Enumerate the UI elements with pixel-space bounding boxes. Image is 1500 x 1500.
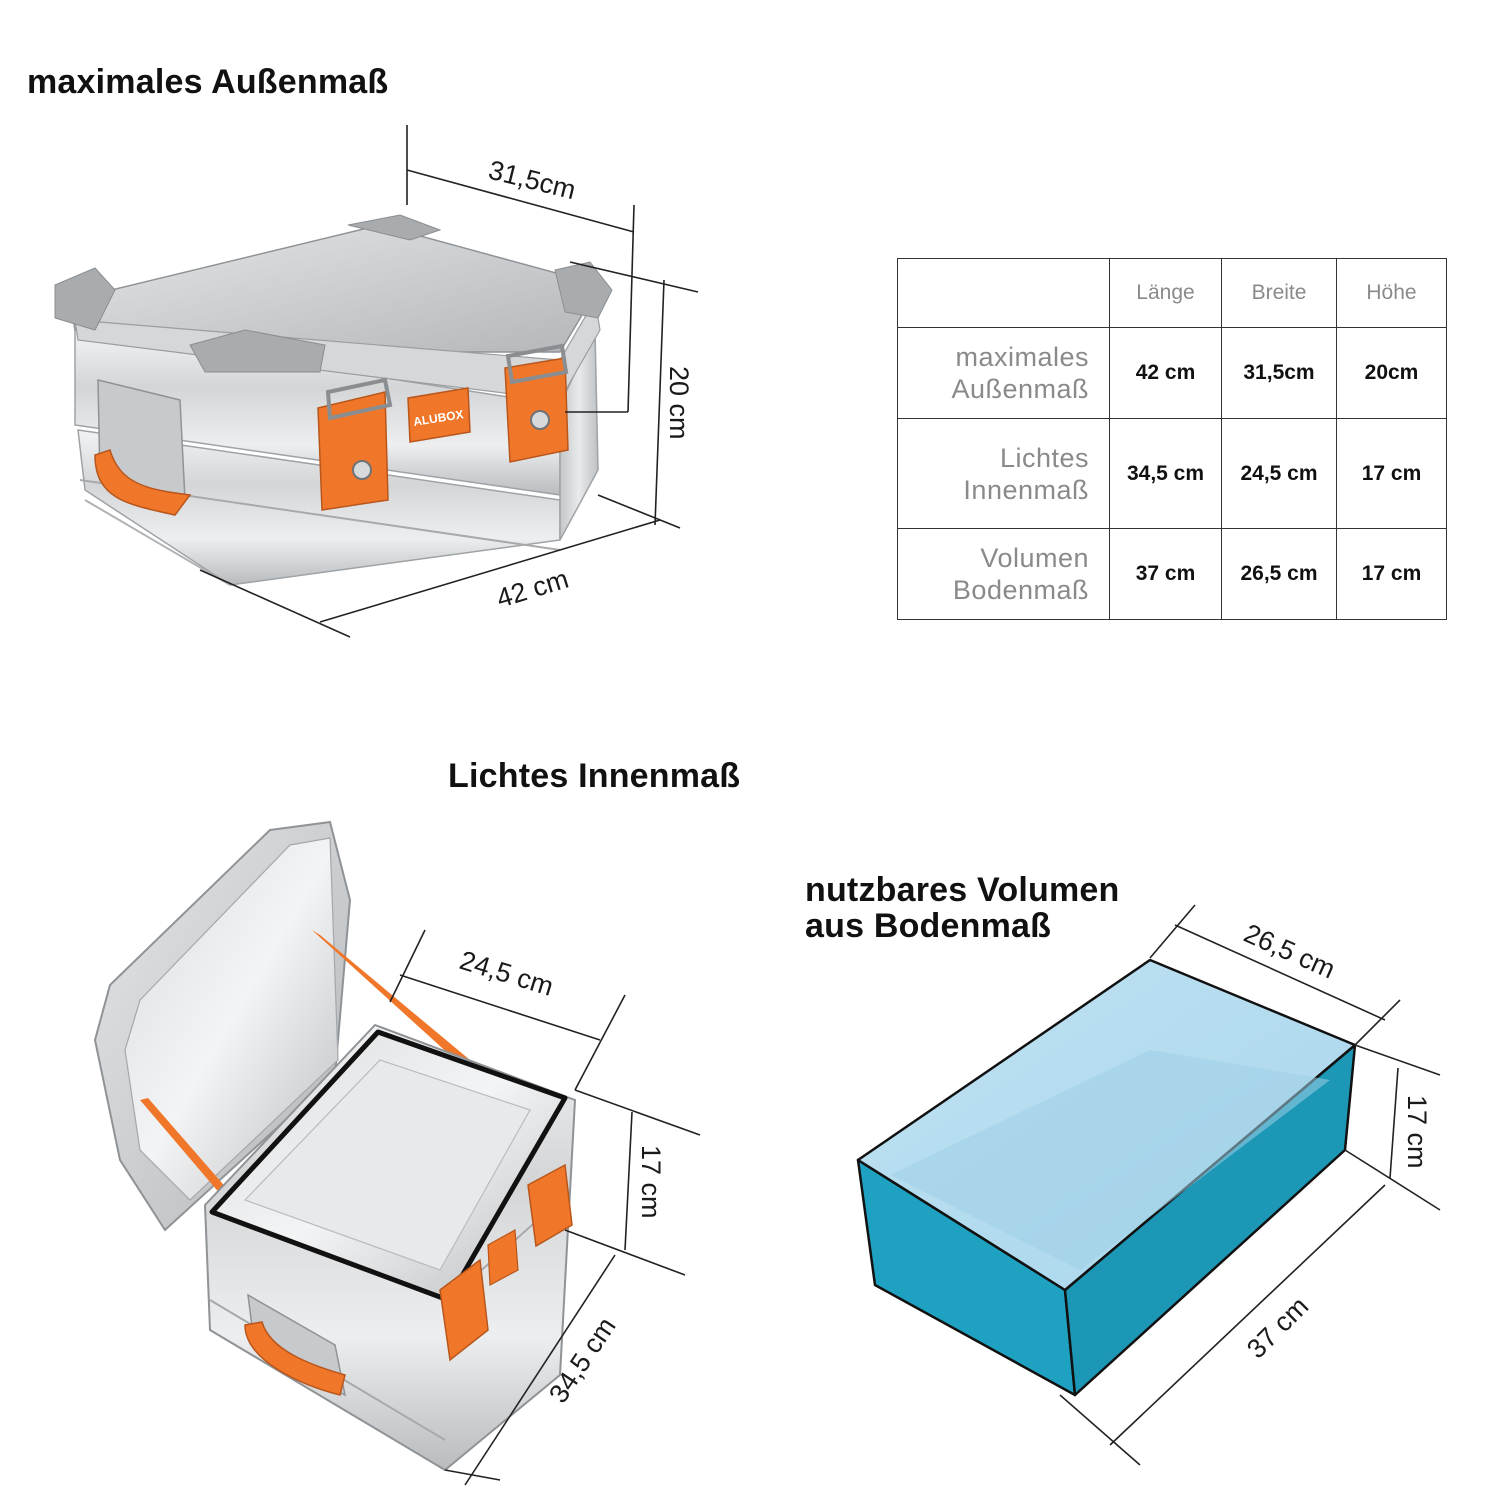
volume-width-label: 26,5 cm (1240, 918, 1340, 984)
row-label: Lichtes Innenmaß (897, 418, 1110, 529)
cell-height: 17 cm (1336, 528, 1447, 620)
heading-usable-volume-line1: nutzbares Volumen (805, 871, 1120, 909)
outer-height-label: 20 cm (664, 366, 694, 440)
heading-inner-dimensions: Lichtes Innenmaß (448, 757, 741, 795)
cell-length: 42 cm (1109, 327, 1222, 419)
row-label-line2: Innenmaß (963, 474, 1089, 505)
table-row: Lichtes Innenmaß 34,5 cm 24,5 cm 17 cm (897, 418, 1447, 529)
heading-usable-volume: nutzbares Volumen aus Bodenmaß (805, 872, 1165, 944)
dimensions-table: Länge Breite Höhe maximales Außenmaß 42 … (897, 258, 1447, 620)
heading-usable-volume-line2: aus Bodenmaß (805, 907, 1052, 945)
row-label-line2: Bodenmaß (952, 575, 1089, 605)
volume-height-label: 17 cm (1402, 1095, 1432, 1169)
cell-height: 17 cm (1336, 418, 1447, 529)
table-header-height: Höhe (1336, 258, 1447, 328)
table-header-length: Länge (1109, 258, 1222, 328)
volume-dimension-lines (1059, 904, 1441, 1466)
table-header-empty (897, 258, 1110, 328)
inner-width-label: 24,5 cm (456, 945, 557, 1002)
row-label-line1: maximales (955, 342, 1089, 372)
row-label-line2: Außenmaß (951, 374, 1089, 404)
outer-width-label: 31,5cm (486, 155, 579, 206)
table-row: Volumen Bodenmaß 37 cm 26,5 cm 17 cm (897, 528, 1447, 620)
closed-case-illustration: ALUBOX (54, 214, 613, 586)
row-label: Volumen Bodenmaß (897, 528, 1110, 620)
outer-dimension-lines (199, 125, 699, 638)
heading-outer-dimensions: maximales Außenmaß (27, 63, 389, 101)
cell-length: 37 cm (1109, 528, 1222, 620)
table-row: maximales Außenmaß 42 cm 31,5cm 20cm (897, 327, 1447, 419)
volume-block-illustration (856, 958, 1357, 1397)
inner-dimension-lines (389, 929, 701, 1486)
cell-height: 20cm (1336, 327, 1447, 419)
outer-length-label: 42 cm (493, 564, 572, 614)
row-label-line1: Lichtes (999, 442, 1089, 473)
cell-width: 26,5 cm (1221, 528, 1337, 620)
table-header-width: Breite (1221, 258, 1337, 328)
table-header-row: Länge Breite Höhe (897, 258, 1447, 328)
cell-width: 24,5 cm (1221, 418, 1337, 529)
row-label-line1: Volumen (980, 543, 1089, 573)
inner-height-label: 17 cm (636, 1145, 666, 1219)
row-label: maximales Außenmaß (897, 327, 1110, 419)
cell-length: 34,5 cm (1109, 418, 1222, 529)
open-case-illustration (93, 820, 577, 1472)
cell-width: 31,5cm (1221, 327, 1337, 419)
volume-length-label: 37 cm (1241, 1291, 1314, 1364)
